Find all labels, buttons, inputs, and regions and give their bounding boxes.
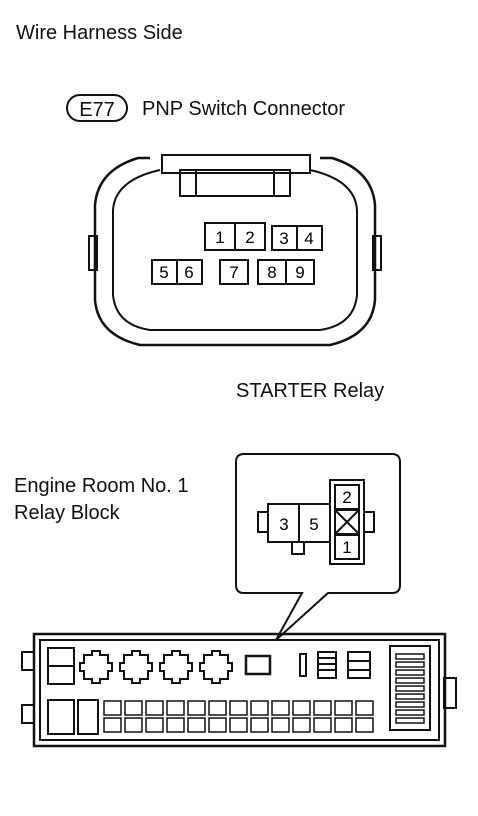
relay-block-rib — [395, 693, 425, 700]
fuse-slot — [313, 700, 332, 716]
connector-pin-label: 8 — [267, 263, 276, 282]
relay-block-fuse-grid — [103, 700, 374, 733]
connector-pin-label: 2 — [245, 228, 254, 247]
relay-name: STARTER Relay — [236, 380, 385, 402]
fuse-slot — [292, 717, 311, 733]
connector-pin-label: 5 — [159, 263, 168, 282]
fuse-slot — [187, 700, 206, 716]
fuse-slot — [187, 717, 206, 733]
connector-pin-label: 7 — [229, 263, 238, 282]
fuse-slot — [103, 717, 122, 733]
fuse-slot — [334, 700, 353, 716]
fuse-slot — [250, 700, 269, 716]
relay-block-label-line2: Relay Block — [14, 502, 120, 524]
connector-code-badge: E77 — [66, 94, 128, 122]
connector-pin-label: 3 — [279, 229, 288, 248]
connector-pin-label: 4 — [304, 229, 313, 248]
fuse-slot — [334, 717, 353, 733]
relay-block-rib — [395, 685, 425, 692]
fuse-slot — [250, 717, 269, 733]
relay-block-rib — [395, 709, 425, 716]
heading: Wire Harness Side — [16, 22, 183, 44]
fuse-slot — [166, 717, 185, 733]
relay-block-rib — [395, 677, 425, 684]
fuse-slot — [313, 717, 332, 733]
relay-block-rib — [395, 661, 425, 668]
fuse-slot — [103, 700, 122, 716]
fuse-slot — [271, 700, 290, 716]
fuse-slot — [271, 717, 290, 733]
fuse-slot — [145, 700, 164, 716]
relay-pin-label: 2 — [342, 488, 351, 507]
relay-block-rib — [395, 701, 425, 708]
fuse-slot — [166, 700, 185, 716]
fuse-slot — [355, 700, 374, 716]
fuse-slot — [229, 717, 248, 733]
fuse-slot — [292, 700, 311, 716]
connector-pin-label: 6 — [184, 263, 193, 282]
connector-pin-label: 9 — [295, 263, 304, 282]
fuse-slot — [355, 717, 374, 733]
fuse-slot — [124, 700, 143, 716]
fuse-slot — [229, 700, 248, 716]
relay-block-rib — [395, 717, 425, 724]
connector-name: PNP Switch Connector — [142, 98, 346, 120]
relay-block-ribs — [395, 653, 425, 724]
relay-pin-label: 1 — [342, 538, 351, 557]
relay-pin-label: 5 — [309, 515, 318, 534]
relay-block-rib — [395, 669, 425, 676]
fuse-slot — [124, 717, 143, 733]
fuse-slot — [208, 717, 227, 733]
starter-relay-callout — [235, 453, 401, 641]
relay-block-rib — [395, 653, 425, 660]
relay-block-label-line1: Engine Room No. 1 — [14, 475, 189, 497]
relay-block — [21, 632, 457, 748]
fuse-slot — [145, 717, 164, 733]
connector-pin-label: 1 — [215, 228, 224, 247]
pnp-switch-connector — [88, 154, 382, 347]
fuse-slot — [208, 700, 227, 716]
relay-pin-label: 3 — [279, 515, 288, 534]
